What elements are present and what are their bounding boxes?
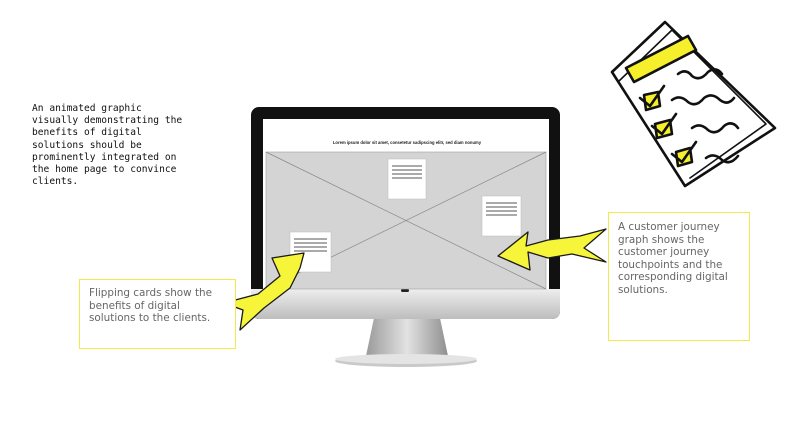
flip-card [387, 158, 427, 200]
screen-caption: Lorem ipsum dolor sit amet, consetetur s… [332, 140, 482, 145]
callout-customer-journey: A customer journey graph shows the custo… [608, 212, 750, 341]
hand-drawn-arrow-icon [497, 228, 607, 271]
monitor-stand [335, 318, 477, 367]
flip-card [481, 195, 522, 237]
intro-description: An animated graphic visually demonstrati… [32, 103, 183, 188]
hand-drawn-arrow-icon [223, 252, 305, 331]
callout-flipping-cards: Flipping cards show the benefits of digi… [79, 279, 236, 349]
checklist-icon [610, 20, 777, 188]
